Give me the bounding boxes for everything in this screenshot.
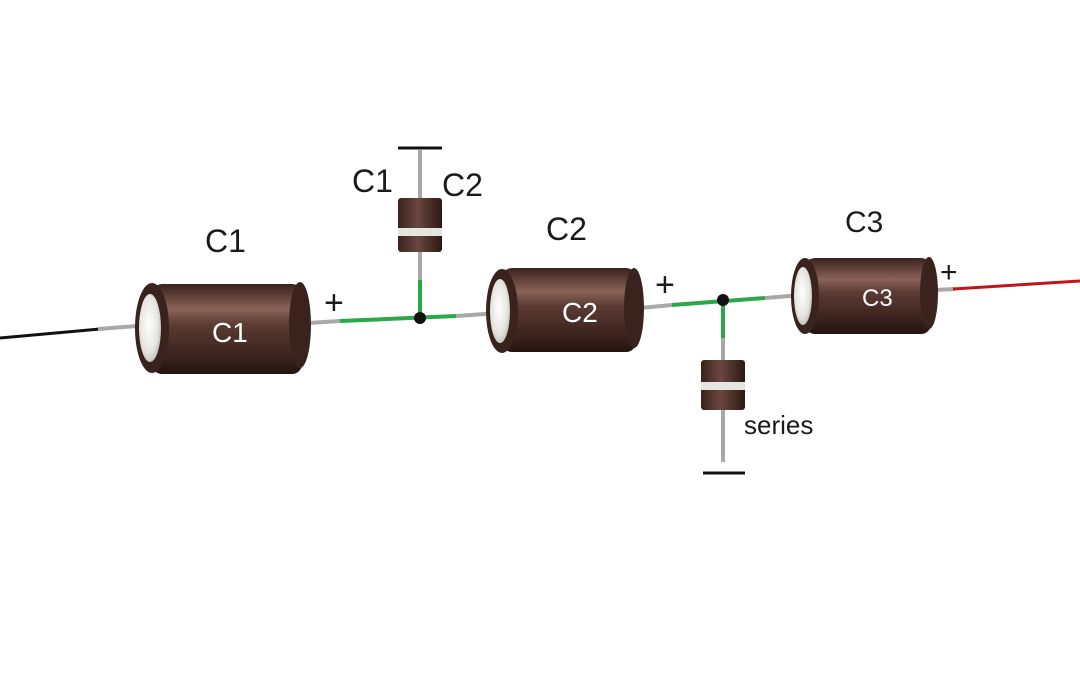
capacitor-c3: C3 <box>791 257 938 334</box>
polarity-mark-c1: + <box>324 284 344 322</box>
bottom-branch-label: series <box>744 410 813 440</box>
wires <box>0 150 1080 462</box>
junction-node-left <box>414 312 426 324</box>
junction-node-right <box>717 294 729 306</box>
label-above-c1: C1 <box>205 223 246 259</box>
capacitor-c3-end-face <box>794 267 812 325</box>
capacitor-c2: C2 <box>486 268 644 353</box>
capacitor-c1-body <box>152 284 302 374</box>
capacitor-c2-body <box>502 268 636 352</box>
capacitor-c1: C1 <box>135 282 311 374</box>
lead-c3-right <box>934 287 956 292</box>
top-branch-label-left: C1 <box>352 163 393 199</box>
branch-capacitor-top <box>398 198 442 252</box>
polarity-mark-c3: + <box>940 256 958 289</box>
capacitor-c1-body-label: C1 <box>212 317 248 348</box>
polarity-mark-c2: + <box>655 266 675 304</box>
branch-capacitor-bottom <box>701 360 745 410</box>
label-above-c3: C3 <box>845 206 883 239</box>
branch-capacitor-bottom-band <box>701 382 745 390</box>
green-wire-1 <box>339 314 457 323</box>
capacitor-c1-right-cap <box>289 282 311 368</box>
capacitor-c2-right-cap <box>624 268 644 348</box>
label-above-c2: C2 <box>546 211 587 247</box>
capacitor-c3-body <box>805 258 931 334</box>
capacitor-c2-end-face <box>490 279 510 343</box>
negative-wire <box>0 327 101 340</box>
lead-c2-right <box>639 303 673 310</box>
positive-wire <box>952 279 1080 291</box>
capacitor-c3-right-cap <box>920 257 938 329</box>
branch-capacitor-top-band <box>398 228 442 236</box>
branch-capacitor-top-body <box>398 198 442 252</box>
capacitor-c2-body-label: C2 <box>562 297 598 328</box>
capacitor-c3-body-label: C3 <box>862 285 893 312</box>
capacitor-c1-end-face <box>139 294 161 362</box>
lead-c1-right <box>307 319 341 325</box>
top-branch-label-right: C2 <box>442 167 483 203</box>
